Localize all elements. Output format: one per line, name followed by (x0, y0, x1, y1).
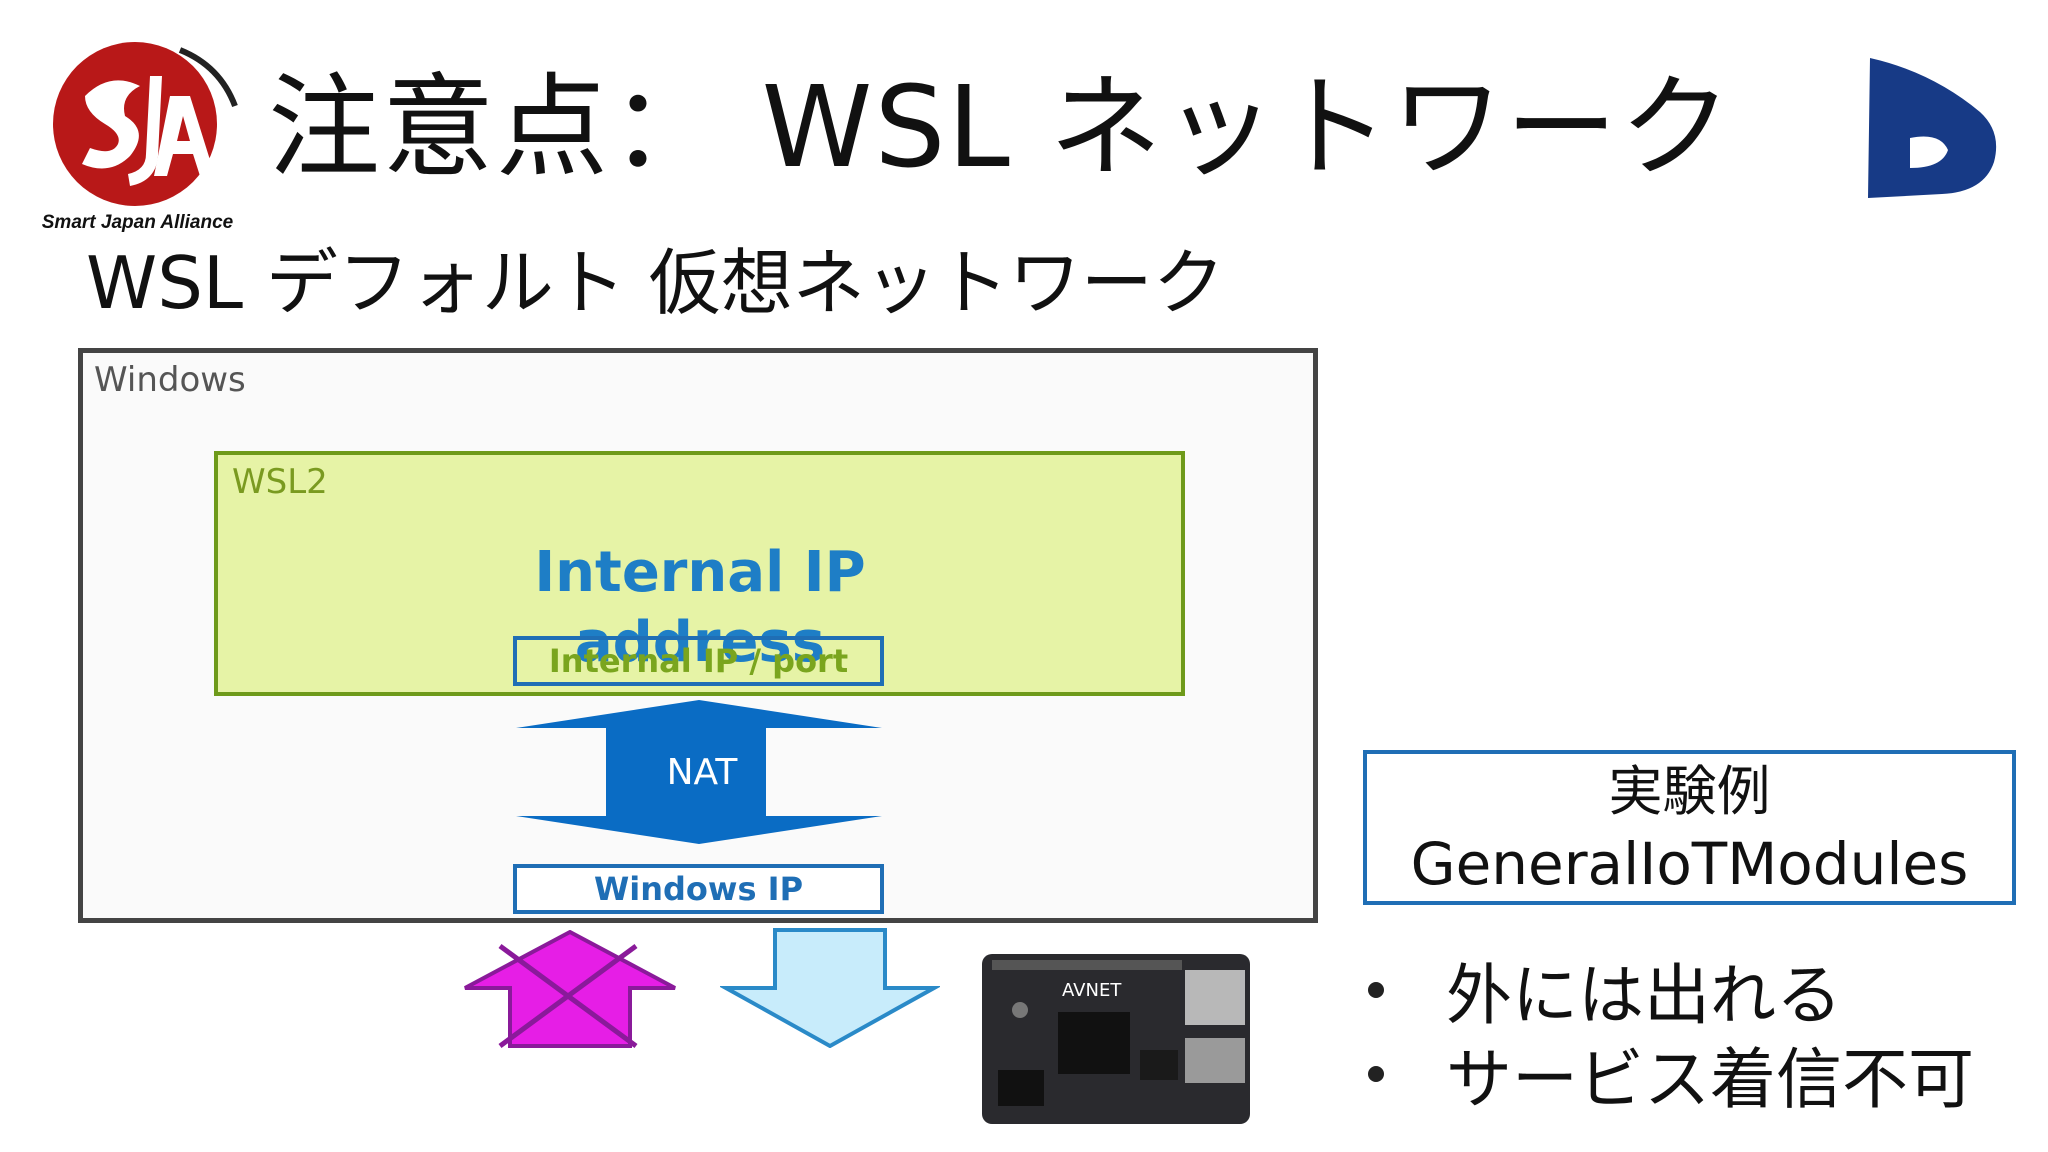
blocked-incoming-arrow-icon (464, 930, 676, 1049)
bullet-dot-icon (1368, 982, 1384, 998)
bullet-list: 外には出れる サービス着信不可 (1360, 948, 1974, 1118)
avnet-board-icon: AVNET (982, 954, 1250, 1124)
nat-double-arrow (516, 700, 882, 844)
subtitle: WSL デフォルト 仮想ネットワーク (86, 241, 1225, 325)
list-item: 外には出れる (1360, 948, 1974, 1034)
board-brand-label: AVNET (1062, 980, 1122, 1001)
sja-logo-icon (53, 42, 238, 206)
windows-ip-box: Windows IP (513, 864, 884, 914)
wsl2-label: WSL2 (232, 462, 328, 502)
outgoing-arrow-icon (720, 928, 940, 1048)
wsl2-frame (214, 451, 1185, 696)
bullet-text: サービス着信不可 (1446, 1041, 1974, 1118)
list-item: サービス着信不可 (1360, 1032, 1974, 1118)
windows-label: Windows (94, 360, 246, 400)
d-logo-icon (1868, 58, 1997, 198)
sja-logo: Smart Japan Alliance (30, 36, 245, 236)
bullet-text: 外には出れる (1446, 957, 1842, 1034)
internal-port-box: Internal IP / port (513, 636, 884, 686)
example-box: 実験例 GeneralIoTModules (1363, 750, 2016, 905)
example-name: GeneralIoTModules (1410, 830, 1969, 898)
page-title: 注意点： WSL ネットワーク (268, 63, 1734, 193)
internal-ip-label: Internal IP address (534, 540, 866, 675)
nat-label: NAT (666, 752, 738, 793)
sja-logo-text: Smart Japan Alliance (41, 212, 234, 233)
example-title: 実験例 (1608, 760, 1771, 823)
d-logo (1862, 52, 2002, 202)
bullet-dot-icon (1368, 1066, 1384, 1082)
